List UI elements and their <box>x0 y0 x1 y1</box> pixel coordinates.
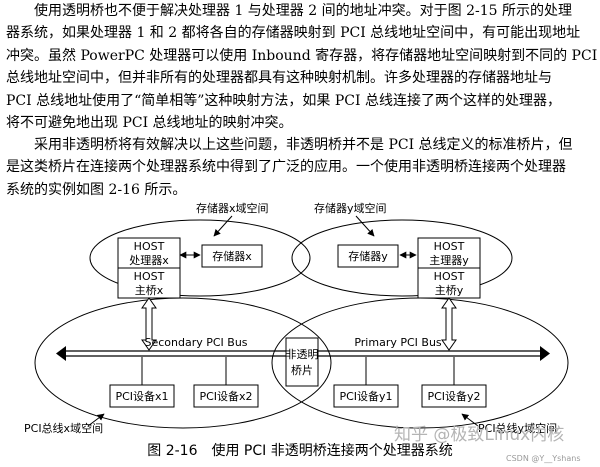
host-y: HOST 主理器y HOST 主桥y <box>417 237 481 299</box>
non-transparent-bridge: 非透明 桥片 <box>285 337 319 387</box>
pci-x-space-label: PCI总线x域空间 <box>24 421 103 435</box>
host-y-processor-line1: HOST <box>434 240 465 253</box>
pci-x-domain-ellipse <box>34 297 332 429</box>
text-line: 器系统，如果处理器 1 和 2 都将各自的存储器映射到 PCI 总线地址空间中，… <box>6 25 581 42</box>
pci-device-x1: PCI设备x1 <box>109 384 175 408</box>
memory-x-space-leader <box>213 215 233 237</box>
host-x-bus-link <box>141 297 157 351</box>
ntb-label-line2: 桥片 <box>291 364 313 377</box>
memory-x-domain-ellipse <box>89 219 311 297</box>
text-line: PCI 总线地址使用了“简单相等”这种映射方法，如果 PCI 总线连接了两个这样… <box>6 92 561 109</box>
text-line: 将不可避免地出现 PCI 总线地址的映射冲突。 <box>6 115 293 132</box>
pci-y-space-leader <box>461 413 479 427</box>
memory-x: 存储器x <box>201 244 263 268</box>
pci-x1-label: PCI设备x1 <box>115 389 168 403</box>
host-y-processor-line2: 主理器y <box>429 254 469 267</box>
figure-caption: 图 2-16 使用 PCI 非透明桥连接两个处理器系统 <box>147 443 453 459</box>
primary-bus-label: Primary PCI Bus <box>354 336 442 349</box>
pci-device-x2: PCI设备x2 <box>193 384 259 408</box>
host-y-bridge-line2: 主桥y <box>435 284 464 297</box>
host-y-bridge-line1: HOST <box>434 270 465 283</box>
secondary-bus-arrowhead <box>56 346 66 361</box>
memory-y-space-label: 存储器y域空间 <box>314 201 387 215</box>
host-x-bridge-line1: HOST <box>134 270 165 283</box>
zhihu-watermark: 知乎 @极致Linux内核 <box>394 425 565 445</box>
memory-y-domain-ellipse <box>291 219 513 297</box>
memory-y: 存储器y <box>337 244 399 268</box>
text-line: 是这类桥片在连接两个处理器系统中得到了广泛的应用。一个使用非透明桥连接两个处理器 <box>6 159 566 176</box>
text-line: 系统的实例如图 2-16 所示。 <box>6 181 187 198</box>
ntb-label-line1: 非透明 <box>286 348 319 361</box>
pci-x-space-leader <box>87 413 105 427</box>
text-line: 使用透明桥也不便于解决处理器 1 与处理器 2 间的地址冲突。对于图 2-15 … <box>6 3 572 19</box>
primary-bus-arrowhead <box>540 346 550 361</box>
host-x-processor-line1: HOST <box>134 240 165 253</box>
host-x-processor-line2: 处理器x <box>129 254 169 267</box>
pci-x2-label: PCI设备x2 <box>199 389 252 403</box>
csdn-credit: CSDN @Y__Yshans <box>506 454 581 463</box>
text-line: 总线地址空间中，但并非所有的处理器都具有这种映射机制。许多处理器的存储器地址与 <box>6 70 552 87</box>
paragraph-1: 使用透明桥也不便于解决处理器 1 与处理器 2 间的地址冲突。对于图 2-15 … <box>6 0 598 134</box>
memory-y-space-leader <box>355 215 375 237</box>
secondary-bus-label: Secondary PCI Bus <box>144 336 247 349</box>
text-line: 采用非透明桥将有效解决以上这些问题，非透明桥并不是 PCI 总线定义的标准桥片，… <box>6 137 573 153</box>
paragraph-2: 采用非透明桥将有效解决以上这些问题，非透明桥并不是 PCI 总线定义的标准桥片，… <box>6 134 594 201</box>
pci-device-y2: PCI设备y2 <box>421 384 487 408</box>
memory-x-space-label: 存储器x域空间 <box>196 201 269 215</box>
host-x-bridge-line2: 主桥x <box>135 284 164 297</box>
host-x: HOST 处理器x HOST 主桥x <box>117 237 181 299</box>
host-y-bus-link <box>441 297 457 351</box>
pci-device-y1: PCI设备y1 <box>333 384 399 408</box>
text-line: 冲突。虽然 PowerPC 处理器可以使用 Inbound 寄存器，将存储器地址… <box>6 47 598 64</box>
pci-y1-label: PCI设备y1 <box>339 389 392 403</box>
pci-y-space-label: PCI总线y域空间 <box>478 421 557 435</box>
memory-x-label: 存储器x <box>212 249 252 263</box>
memory-y-label: 存储器y <box>348 249 388 263</box>
pci-y2-label: PCI设备y2 <box>427 389 480 403</box>
